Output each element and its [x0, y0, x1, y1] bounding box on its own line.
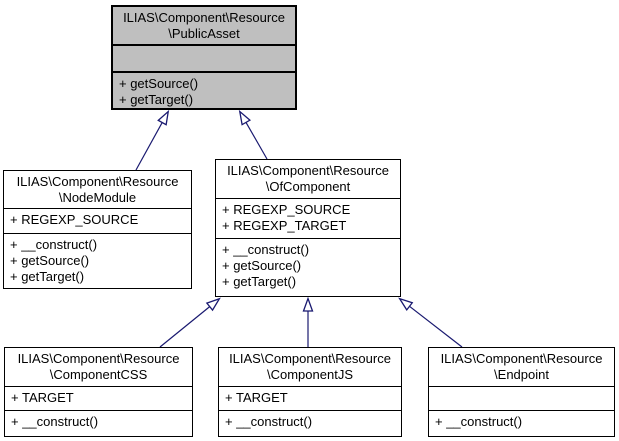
class-name: ILIAS\Component\Resource\NodeModule: [4, 171, 191, 209]
class-name-line: ILIAS\Component\Resource: [440, 351, 603, 366]
class-node-publicasset: ILIAS\Component\Resource\PublicAsset + ge…: [111, 5, 297, 110]
class-attributes-section: [113, 46, 295, 73]
class-methods-section: + __construct()+ getSource()+ getTarget(…: [4, 234, 191, 288]
class-name-line: ILIAS\Component\Resource: [227, 163, 389, 178]
class-method: + __construct(): [435, 414, 523, 429]
inheritance-arrow-endpoint: [398, 297, 463, 348]
class-attribute: + REGEXP_TARGET: [222, 218, 347, 233]
class-attributes-section: + TARGET: [5, 387, 192, 411]
class-attribute: + TARGET: [11, 390, 74, 405]
class-node-componentjs[interactable]: ILIAS\Component\Resource\ComponentJS + TA…: [218, 347, 402, 437]
class-name: ILIAS\Component\Resource\OfComponent: [216, 160, 400, 199]
class-method: + __construct(): [222, 242, 310, 257]
class-methods-section: + __construct(): [219, 411, 401, 436]
class-name-line: ILIAS\Component\Resource: [17, 351, 180, 366]
class-attribute: + TARGET: [225, 390, 288, 405]
class-methods-section: + getSource()+ getTarget(): [113, 73, 295, 108]
class-method: + __construct(): [11, 414, 99, 429]
class-name-line: \NodeModule: [58, 189, 137, 205]
class-method: + __construct(): [10, 237, 98, 252]
class-name-line: \PublicAsset: [168, 25, 240, 41]
inheritance-arrow-nodemodule: [135, 109, 170, 171]
class-node-nodemodule[interactable]: ILIAS\Component\Resource\NodeModule + REG…: [3, 170, 192, 289]
inheritance-arrow-componentcss: [159, 297, 221, 348]
class-name-line: ILIAS\Component\Resource: [229, 351, 391, 366]
class-methods-section: + __construct()+ getSource()+ getTarget(…: [216, 239, 400, 296]
class-name-line: \ComponentCSS: [49, 367, 148, 382]
inheritance-arrow-ofcomponent: [238, 109, 268, 160]
class-methods-section: + __construct(): [429, 411, 614, 436]
class-name: ILIAS\Component\Resource\ComponentJS: [219, 348, 401, 387]
class-name-line: \Endpoint: [494, 367, 549, 382]
class-method: + getSource(): [119, 76, 199, 91]
class-name-line: ILIAS\Component\Resource: [16, 173, 179, 189]
class-method: + __construct(): [225, 414, 313, 429]
class-method: + getTarget(): [119, 92, 194, 107]
class-method: + getSource(): [222, 258, 302, 273]
class-node-componentcss[interactable]: ILIAS\Component\Resource\ComponentCSS + T…: [4, 347, 193, 437]
class-attributes-section: [429, 387, 614, 411]
class-node-endpoint[interactable]: ILIAS\Component\Resource\Endpoint + __con…: [428, 347, 615, 437]
class-attributes-section: + REGEXP_SOURCE: [4, 209, 191, 234]
class-name: ILIAS\Component\Resource\Endpoint: [429, 348, 614, 387]
class-attributes-section: + REGEXP_SOURCE+ REGEXP_TARGET: [216, 199, 400, 239]
class-method: + getSource(): [10, 253, 90, 268]
class-attributes-section: + TARGET: [219, 387, 401, 411]
class-methods-section: + __construct(): [5, 411, 192, 436]
class-name-line: \OfComponent: [265, 179, 351, 194]
class-name-line: \ComponentJS: [267, 367, 353, 382]
class-node-ofcomponent[interactable]: ILIAS\Component\Resource\OfComponent+ RE…: [215, 159, 401, 297]
class-method: + getTarget(): [222, 274, 297, 289]
class-name-line: ILIAS\Component\Resource: [123, 9, 285, 25]
class-attribute: + REGEXP_SOURCE: [10, 212, 139, 227]
class-name: ILIAS\Component\Resource\ComponentCSS: [5, 348, 192, 387]
class-method: + getTarget(): [10, 269, 85, 284]
class-attribute: + REGEXP_SOURCE: [222, 202, 351, 217]
class-name: ILIAS\Component\Resource\PublicAsset: [113, 7, 295, 46]
